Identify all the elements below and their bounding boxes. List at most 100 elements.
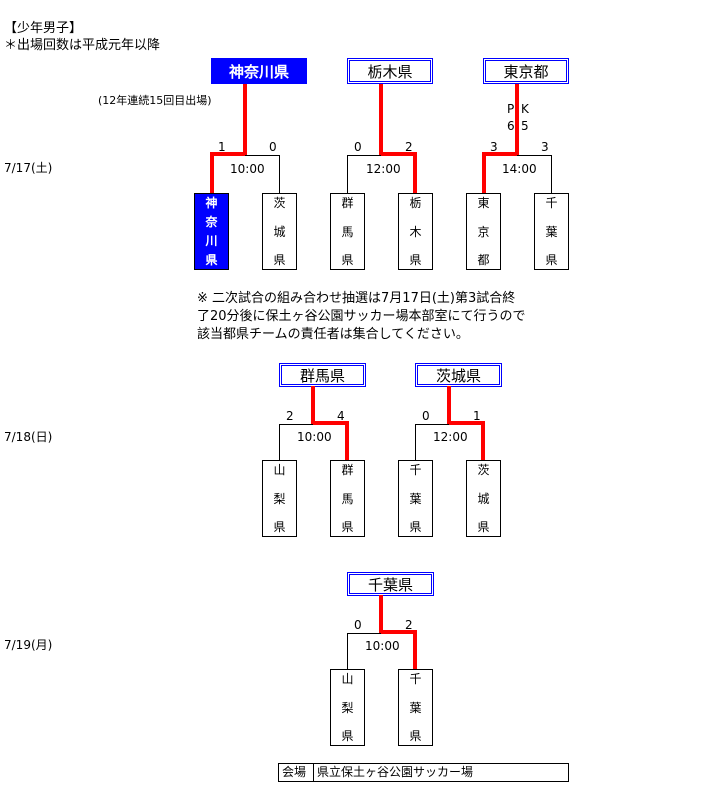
winner-line (345, 421, 349, 461)
bracket-line (279, 424, 313, 425)
team-char: 県 (545, 253, 558, 267)
draw-notice-line: 了20分後に保土ヶ谷公園サッカー場本部室にて行うので (197, 309, 526, 324)
bracket-line (279, 155, 280, 194)
team-box-chiba: 千 葉 県 (398, 460, 433, 537)
winner-box: 茨城県 (415, 363, 502, 387)
bracket-line (347, 155, 348, 194)
winner-line (515, 84, 519, 156)
team-char: 東 (477, 196, 490, 210)
winner-box: 東京都 (483, 58, 569, 84)
score-right: 0 (269, 140, 277, 154)
score-left: 0 (354, 140, 362, 154)
team-char: 栃 (409, 196, 422, 210)
appearance-note: ＊出場回数は平成元年以降 (4, 38, 161, 53)
section-title: 【少年男子】 (4, 21, 83, 36)
winner-line (379, 595, 383, 634)
score-right: 2 (405, 618, 413, 632)
team-char: 群 (341, 463, 354, 477)
winner-line (447, 386, 451, 425)
team-char: 県 (341, 729, 354, 743)
winner-line (482, 152, 486, 194)
team-char: 千 (545, 196, 558, 210)
team-char: 馬 (341, 491, 354, 506)
team-box-ibaraki: 茨 城 県 (262, 193, 297, 270)
team-box-ibaraki: 茨 城 県 (466, 460, 501, 537)
venue-label: 会場 (279, 764, 314, 781)
winner-line (481, 421, 485, 461)
winner-line (210, 152, 247, 156)
team-char: 城 (273, 224, 286, 239)
team-char: 県 (477, 520, 490, 534)
winner-line (311, 421, 349, 425)
team-char: 梨 (341, 700, 354, 715)
score-left: 0 (354, 618, 362, 632)
bracket-line (415, 424, 416, 461)
team-box-tochigi: 栃 木 県 (398, 193, 433, 270)
team-char: 県 (409, 729, 422, 743)
team-char: 県 (409, 520, 422, 534)
match-time: 10:00 (297, 430, 332, 444)
pk-label-left: P (507, 102, 515, 116)
team-char: 奈 (205, 215, 218, 229)
team-char: 梨 (273, 491, 286, 506)
score-left: 0 (422, 409, 430, 423)
draw-notice: ※ 二次試合の組み合わせ抽選は7月17日(土)第3試合終 了20分後に保土ヶ谷公… (197, 290, 526, 344)
score-left: 3 (490, 140, 498, 154)
team-char: 葉 (409, 491, 422, 506)
winner-line (413, 152, 417, 194)
team-char: 馬 (341, 224, 354, 239)
team-box-tokyo: 東 京 都 (466, 193, 501, 270)
team-box-yamanashi: 山 梨 県 (262, 460, 297, 537)
match-time: 12:00 (433, 430, 468, 444)
score-right: 3 (541, 140, 549, 154)
consecutive-appearance-note: (12年連続15回目出場) (98, 94, 212, 107)
match-time: 10:00 (365, 639, 400, 653)
team-char: 葉 (409, 700, 422, 715)
team-char: 茨 (273, 196, 286, 210)
bracket-line (415, 424, 449, 425)
winner-box: 群馬県 (279, 363, 366, 387)
team-char: 木 (409, 224, 422, 239)
score-left: 1 (218, 140, 226, 154)
team-char: 県 (273, 253, 286, 267)
match-time: 14:00 (502, 162, 537, 176)
pk-score-right: 5 (521, 119, 529, 133)
team-char: 城 (477, 491, 490, 506)
winner-line (379, 630, 417, 634)
bracket-line (347, 155, 381, 156)
winner-line (379, 152, 417, 156)
match-time: 10:00 (230, 162, 265, 176)
round2-date: 7/18(日) (4, 430, 53, 444)
team-char: 葉 (545, 224, 558, 239)
team-char: 千 (409, 672, 422, 686)
team-char: 山 (341, 672, 354, 686)
team-char: 川 (205, 234, 218, 248)
bracket-line (551, 155, 552, 194)
winner-line (413, 630, 417, 670)
match-time: 12:00 (366, 162, 401, 176)
bracket-line (347, 633, 381, 634)
winner-line (379, 84, 383, 156)
team-char: 都 (477, 253, 490, 267)
winner-line (243, 84, 247, 156)
pk-score-left: 6 (507, 119, 515, 133)
score-right: 2 (405, 140, 413, 154)
winner-line (311, 386, 315, 425)
draw-notice-line: ※ 二次試合の組み合わせ抽選は7月17日(土)第3試合終 (197, 291, 516, 306)
pk-label-right: K (521, 102, 529, 116)
bracket-line (347, 633, 348, 670)
team-box-chiba: 千 葉 県 (398, 669, 433, 746)
team-char: 県 (341, 253, 354, 267)
team-char: 県 (205, 253, 218, 267)
team-char: 千 (409, 463, 422, 477)
team-char: 茨 (477, 463, 490, 477)
team-box-chiba: 千 葉 県 (534, 193, 569, 270)
score-right: 1 (473, 409, 481, 423)
venue-table: 会場 県立保土ヶ谷公園サッカー場 (278, 763, 569, 782)
team-char: 県 (341, 520, 354, 534)
venue-value: 県立保土ヶ谷公園サッカー場 (317, 765, 474, 779)
team-box-yamanashi: 山 梨 県 (330, 669, 365, 746)
bracket-line (245, 155, 280, 156)
team-char: 県 (273, 520, 286, 534)
round1-date: 7/17(土) (4, 161, 53, 175)
